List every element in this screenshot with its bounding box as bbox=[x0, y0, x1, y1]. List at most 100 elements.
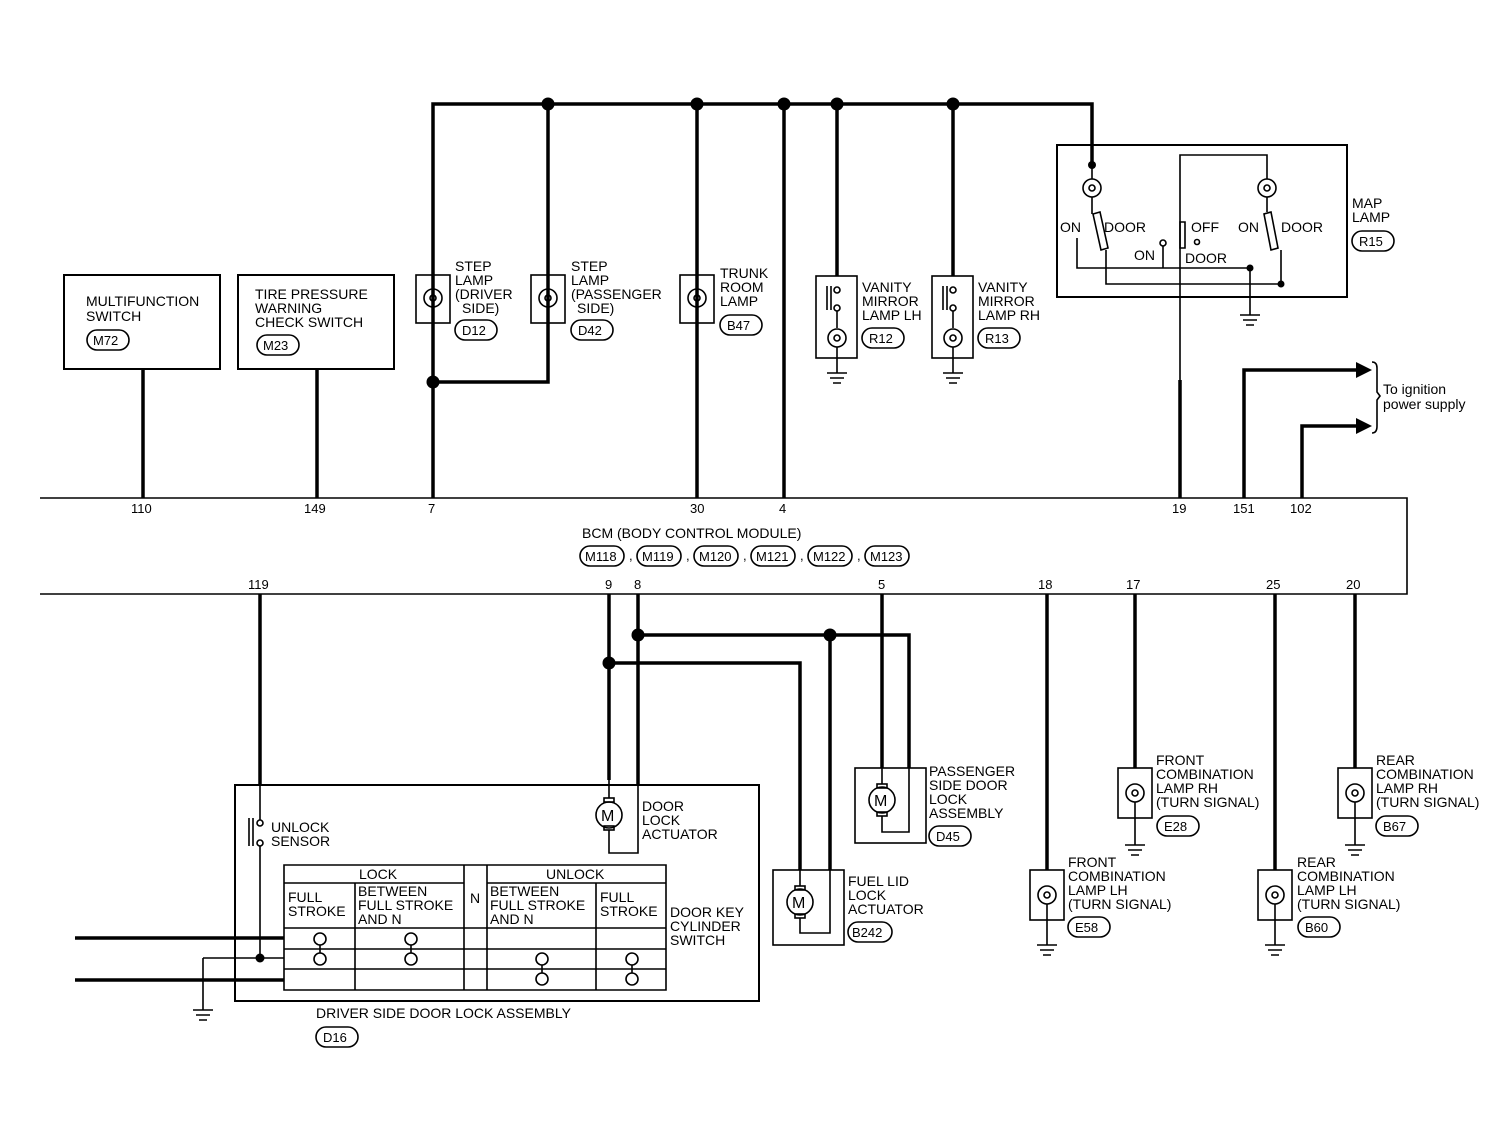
svg-text:FULL: FULL bbox=[288, 889, 322, 905]
connector-badge: B242 bbox=[847, 921, 893, 943]
svg-text:DOOR KEY: DOOR KEY bbox=[670, 904, 745, 920]
svg-text:ON: ON bbox=[1060, 219, 1081, 235]
bcm-title: BCM (BODY CONTROL MODULE) bbox=[582, 525, 801, 541]
svg-text:OFF: OFF bbox=[1191, 219, 1219, 235]
rear-combination-lamp-lh: REAR COMBINATION LAMP LH (TURN SIGNAL) B… bbox=[1257, 854, 1400, 956]
svg-text:M119: M119 bbox=[642, 549, 674, 564]
svg-text:COMBINATION: COMBINATION bbox=[1156, 766, 1254, 782]
svg-text:TRUNK: TRUNK bbox=[720, 265, 769, 281]
svg-text:R13: R13 bbox=[985, 331, 1009, 346]
connector-badge: D45 bbox=[928, 825, 972, 847]
ignition-power-note: To ignition power supply bbox=[1383, 381, 1466, 412]
svg-text:REAR: REAR bbox=[1376, 752, 1415, 768]
svg-text:SIDE): SIDE) bbox=[577, 300, 614, 316]
svg-text:SWITCH: SWITCH bbox=[86, 308, 141, 324]
svg-text:To ignition: To ignition bbox=[1383, 381, 1446, 397]
svg-text:FULL STROKE: FULL STROKE bbox=[358, 897, 453, 913]
svg-text:B242: B242 bbox=[852, 925, 882, 940]
svg-text:B67: B67 bbox=[1383, 819, 1406, 834]
connector-badge: M120 bbox=[693, 545, 739, 567]
svg-text:LOCK: LOCK bbox=[929, 791, 968, 807]
bcm-connector-list: M118 , M119 , M120 , M121 , M122 , M123 bbox=[579, 545, 910, 567]
connector-badge: M123 bbox=[864, 545, 910, 567]
svg-text:LAMP: LAMP bbox=[1352, 209, 1390, 225]
svg-text:MIRROR: MIRROR bbox=[978, 293, 1035, 309]
connector-badge: M72 bbox=[86, 329, 130, 351]
vanity-mirror-lamp-rh: VANITY MIRROR LAMP RH R13 bbox=[931, 275, 1040, 384]
svg-text:ON: ON bbox=[1134, 247, 1155, 263]
svg-text:M23: M23 bbox=[263, 338, 288, 353]
svg-text:B47: B47 bbox=[727, 318, 750, 333]
svg-text:M72: M72 bbox=[93, 333, 118, 348]
svg-text:ASSEMBLY: ASSEMBLY bbox=[929, 805, 1004, 821]
svg-text:(PASSENGER: (PASSENGER bbox=[571, 286, 662, 302]
pin-label: 119 bbox=[248, 577, 269, 592]
step-lamp-passenger: STEP LAMP (PASSENGER SIDE) D42 bbox=[530, 258, 662, 341]
svg-text:ROOM: ROOM bbox=[720, 279, 764, 295]
door-lock-actuator: M DOOR LOCK ACTUATOR bbox=[595, 780, 718, 854]
svg-text:AND N: AND N bbox=[358, 911, 402, 927]
connector-badge: M119 bbox=[636, 545, 682, 567]
svg-text:R12: R12 bbox=[869, 331, 893, 346]
svg-text:FRONT: FRONT bbox=[1156, 752, 1205, 768]
svg-text:M120: M120 bbox=[699, 549, 732, 564]
svg-text:DOOR: DOOR bbox=[1281, 219, 1323, 235]
pin-label: 30 bbox=[690, 501, 704, 516]
svg-text:,: , bbox=[629, 548, 633, 563]
svg-text:COMBINATION: COMBINATION bbox=[1068, 868, 1166, 884]
svg-text:PASSENGER: PASSENGER bbox=[929, 763, 1015, 779]
front-combination-lamp-rh: FRONT COMBINATION LAMP RH (TURN SIGNAL) … bbox=[1117, 752, 1259, 856]
pin-label: 20 bbox=[1346, 577, 1360, 592]
svg-text:DOOR: DOOR bbox=[1104, 219, 1146, 235]
svg-text:FRONT: FRONT bbox=[1068, 854, 1117, 870]
svg-text:SIDE DOOR: SIDE DOOR bbox=[929, 777, 1008, 793]
connector-badge: R12 bbox=[861, 327, 905, 349]
pin-label: 18 bbox=[1038, 577, 1052, 592]
svg-text:,: , bbox=[743, 548, 747, 563]
door-key-cylinder-switch-table: LOCK UNLOCK N FULL STROKE BETWEEN FULL S… bbox=[283, 864, 667, 991]
svg-text:power supply: power supply bbox=[1383, 396, 1466, 412]
svg-text:E58: E58 bbox=[1075, 920, 1098, 935]
svg-text:R15: R15 bbox=[1359, 234, 1383, 249]
step-lamp-driver: STEP LAMP (DRIVER SIDE) D12 bbox=[415, 258, 513, 341]
svg-text:M122: M122 bbox=[813, 549, 846, 564]
svg-text:M: M bbox=[874, 793, 887, 810]
bottom-wiring bbox=[258, 594, 1357, 870]
svg-text:SIDE): SIDE) bbox=[462, 300, 499, 316]
svg-text:LAMP: LAMP bbox=[720, 293, 758, 309]
front-combination-lamp-lh: FRONT COMBINATION LAMP LH (TURN SIGNAL) … bbox=[1029, 854, 1171, 956]
svg-text:CYLINDER: CYLINDER bbox=[670, 918, 741, 934]
connector-badge: M122 bbox=[807, 545, 853, 567]
pin-label: 9 bbox=[605, 577, 612, 592]
bcm-module: BCM (BODY CONTROL MODULE) M118 , M119 , … bbox=[40, 497, 1408, 595]
pin-label: 102 bbox=[1290, 501, 1312, 516]
pin-label: 110 bbox=[131, 501, 152, 516]
svg-text:MULTIFUNCTION: MULTIFUNCTION bbox=[86, 293, 199, 309]
svg-text:(TURN SIGNAL): (TURN SIGNAL) bbox=[1068, 896, 1171, 912]
pin-label: 151 bbox=[1233, 501, 1255, 516]
svg-text:STEP: STEP bbox=[571, 258, 608, 274]
svg-text:B60: B60 bbox=[1305, 920, 1328, 935]
vanity-mirror-lamp-lh: VANITY MIRROR LAMP LH R12 bbox=[815, 275, 922, 384]
svg-text:TIRE PRESSURE: TIRE PRESSURE bbox=[255, 286, 368, 302]
pin-label: 7 bbox=[428, 501, 435, 516]
multifunction-switch: MULTIFUNCTION SWITCH M72 bbox=[63, 274, 221, 370]
pin-label: 19 bbox=[1172, 501, 1186, 516]
pin-label: 5 bbox=[878, 577, 885, 592]
svg-text:COMBINATION: COMBINATION bbox=[1376, 766, 1474, 782]
svg-text:LOCK: LOCK bbox=[848, 887, 887, 903]
svg-text:UNLOCK: UNLOCK bbox=[271, 819, 330, 835]
svg-text:STROKE: STROKE bbox=[600, 903, 658, 919]
svg-text:FULL: FULL bbox=[600, 889, 634, 905]
connector-badge: M121 bbox=[750, 545, 796, 567]
svg-text:WARNING: WARNING bbox=[255, 300, 322, 316]
svg-text:LAMP RH: LAMP RH bbox=[978, 307, 1040, 323]
connector-badge: D12 bbox=[454, 319, 498, 341]
svg-text:N: N bbox=[470, 890, 480, 906]
passenger-door-lock-assembly: M PASSENGER SIDE DOOR LOCK ASSEMBLY D45 bbox=[854, 763, 1015, 847]
svg-text:(TURN SIGNAL): (TURN SIGNAL) bbox=[1376, 794, 1479, 810]
svg-text:(TURN SIGNAL): (TURN SIGNAL) bbox=[1156, 794, 1259, 810]
svg-text:(DRIVER: (DRIVER bbox=[455, 286, 513, 302]
pin-label: 17 bbox=[1126, 577, 1140, 592]
svg-text:(TURN SIGNAL): (TURN SIGNAL) bbox=[1297, 896, 1400, 912]
